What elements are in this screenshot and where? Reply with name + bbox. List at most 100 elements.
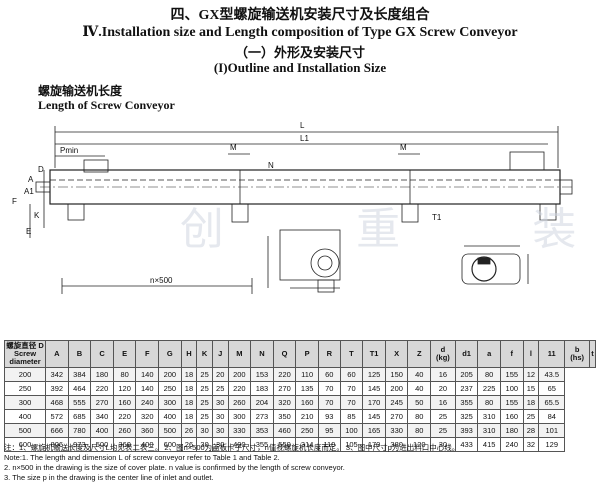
table-cell: 80 [407,409,432,424]
table-cell: 555 [67,395,92,410]
table-cell: 353 [250,423,274,438]
table-cell: 200 [4,367,46,382]
table-cell: 16 [430,395,456,410]
table-cell: 355 [454,395,479,410]
table-cell: 70 [339,395,364,410]
table-cell: 80 [112,367,137,382]
table-cell: 60 [339,367,364,382]
table-header-cell: Q [272,340,297,368]
table-cell: 135 [295,381,319,396]
table-cell: 100 [339,423,364,438]
table-cell: 393 [454,423,479,438]
table-header-cell: C [90,340,114,368]
table-cell: 237 [454,381,479,396]
table-cell: 70 [317,395,341,410]
label-K: K [34,211,40,220]
table-cell: 101 [538,423,566,438]
table-cell: 80 [477,395,501,410]
table-cell: 30 [430,437,456,452]
table-cell: 120 [112,381,137,396]
table-cell: 260 [112,423,137,438]
table-cell: 150 [384,367,409,382]
table-cell: 30 [196,437,213,452]
label-A: A [28,175,34,184]
label-N: N [268,161,274,170]
table-header-cell: d(kg) [430,340,456,368]
table-cell: 120 [407,437,432,452]
label-M: M [230,143,237,152]
table-cell: 270 [90,395,114,410]
label-nx500: n×500 [150,276,173,285]
table-cell: 40 [407,367,432,382]
label-E: E [26,227,31,236]
table-cell: 20 [430,381,456,396]
label-T1: T1 [432,213,442,222]
table-cell: 20 [211,367,229,382]
table-cell: 25 [430,409,456,424]
table-cell: 80 [407,423,432,438]
label-A1: A1 [24,187,34,196]
table-header-cell: G [158,340,182,368]
table-header-cell: b(hs) [564,340,590,368]
title-zh: 四、GX型螺旋输送机安装尺寸及长度组合 [170,8,430,23]
table-cell: 210 [295,409,319,424]
table-cell: 140 [135,367,160,382]
note-line: 注：1、螺旋机输送长度及尺寸L均见表二表三。 2、图n×500为盖板卡子尺寸，n… [4,443,460,452]
gear-circle [310,248,340,278]
outlet-port [509,151,545,171]
conveyor-drawing: L L1 Pmin M M T1 N A A1 E K F D n×500 [12,121,575,294]
table-cell: 30 [196,423,213,438]
notes-block: 注：1、螺旋机输送长度及尺寸L均见表二表三。 2、图n×500为盖板卡子尺寸，n… [4,443,600,483]
subtitle-en: (I)Outline and Installation Size [213,60,387,75]
table-cell: 25 [196,395,213,410]
table-cell: 200 [384,381,409,396]
table-cell: 240 [135,395,160,410]
drawing-caption-en: Length of Screw Conveyor [38,98,175,112]
table-cell: 500 [158,423,182,438]
table-cell: 360 [135,423,160,438]
table-cell: 320 [272,395,297,410]
table-cell: 25 [196,381,213,396]
table-cell: 204 [250,395,274,410]
table-cell: 140 [135,381,160,396]
label-L: L [300,121,305,130]
note-line: Note:1. The length and dimension L of sc… [4,453,280,462]
label-F: F [12,197,17,206]
tail-shaft-end [559,179,573,195]
table-cell: 145 [362,381,386,396]
table-cell: 400 [4,409,46,424]
table-cell: 25 [211,381,229,396]
table-cell: 180 [499,423,524,438]
table-cell: 460 [272,423,297,438]
table-cell: 180 [90,367,114,382]
table-cell: 153 [250,367,274,382]
table-header-cell: N [250,340,274,368]
table-cell: 85 [339,409,364,424]
table-header-cell: K [196,340,213,368]
table-cell: 95 [317,423,341,438]
table-header-cell: T [339,340,364,368]
table-cell: 400 [158,409,182,424]
table-cell: 30 [211,395,229,410]
table-header-cell: E [112,340,137,368]
table-header-cell: M [227,340,252,368]
table-cell: 160 [295,395,319,410]
table-cell: 780 [67,423,92,438]
table-cell: 65 [538,381,566,396]
table-cell: 685 [67,409,92,424]
table-cell: 110 [295,367,319,382]
table-header-cell: f [499,340,524,368]
table-cell: 250 [295,423,319,438]
table-cell: 273 [250,409,274,424]
table-cell: 464 [67,381,92,396]
table-cell: 500 [4,423,46,438]
table-cell: 310 [477,409,501,424]
table-cell: 43.5 [538,367,566,382]
label-pmin: Pmin [60,146,78,155]
table-cell: 200 [227,367,252,382]
table-cell: 270 [272,381,297,396]
table-header-cell: H [180,340,198,368]
